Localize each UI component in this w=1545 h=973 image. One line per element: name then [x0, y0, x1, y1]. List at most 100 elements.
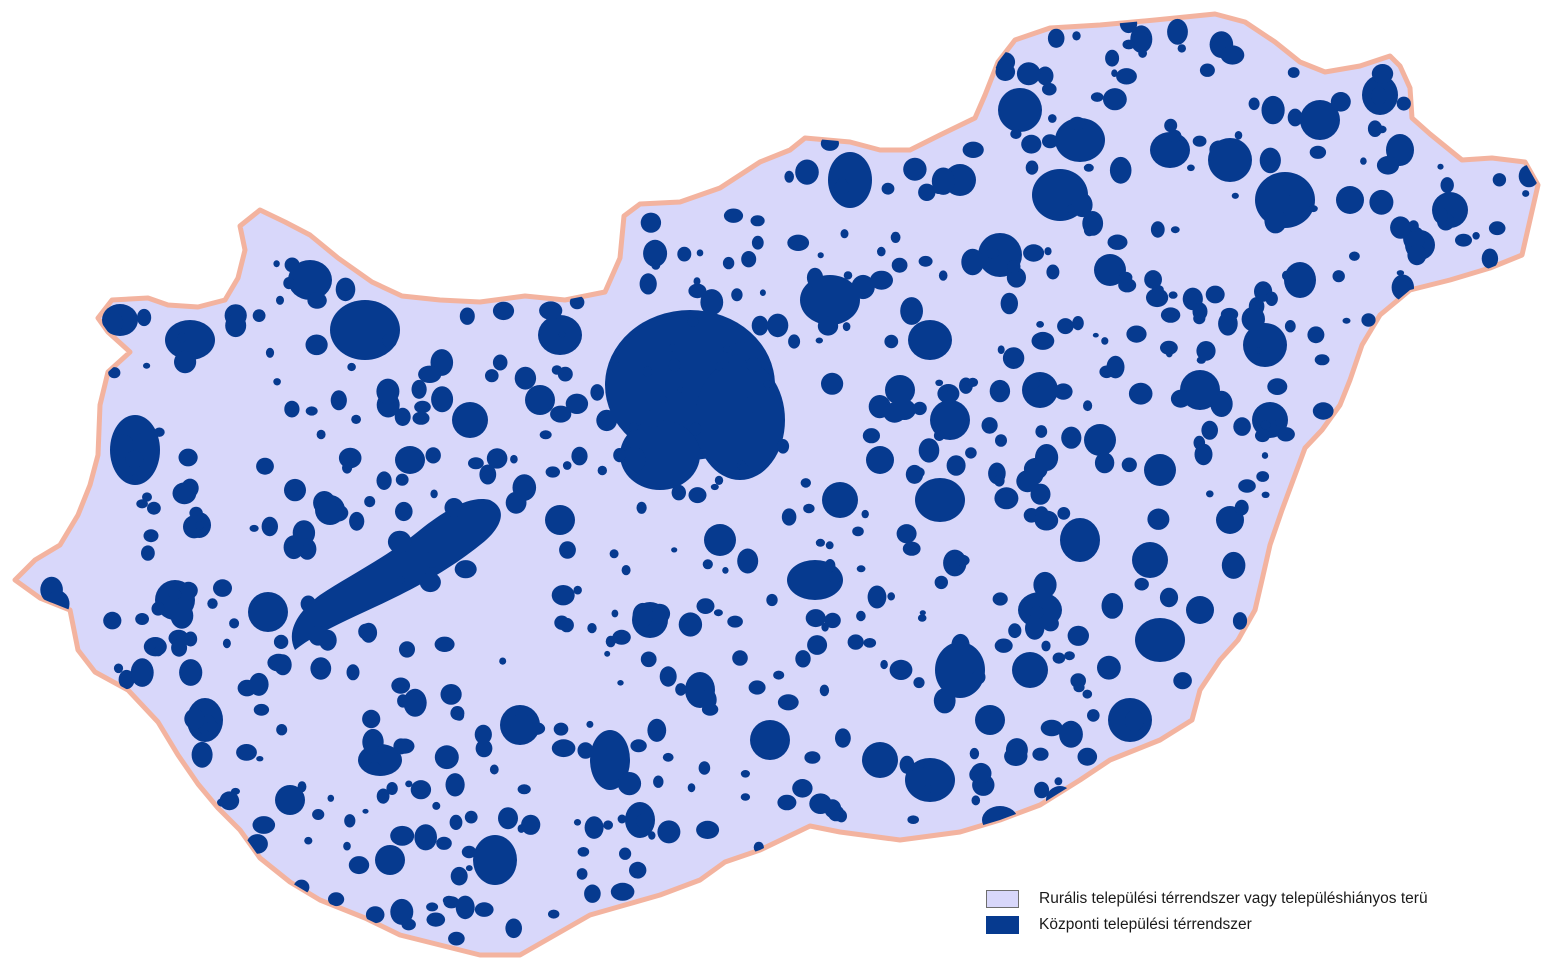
central-area-small [619, 847, 632, 860]
central-area-small [891, 257, 908, 273]
central-area-small [815, 337, 823, 344]
central-area-small [448, 931, 465, 946]
central-area-small [395, 501, 413, 522]
central-area-small [1134, 577, 1149, 591]
central-area-small [256, 457, 274, 475]
central-area-small [171, 638, 188, 657]
central-area-small [737, 548, 759, 574]
central-area-small [880, 659, 888, 670]
central-area-small [890, 231, 901, 243]
central-area-small [1433, 207, 1449, 224]
central-area-small [740, 770, 751, 778]
central-area-small [1177, 44, 1187, 53]
central-area-small [411, 379, 427, 399]
central-area-small [1390, 216, 1411, 239]
central-area-small [1332, 270, 1345, 283]
central-area-small [1044, 247, 1052, 256]
central-area-small [445, 773, 465, 797]
central-area [525, 385, 555, 415]
central-area-small [829, 570, 841, 585]
central-area-small [1126, 325, 1147, 343]
central-area-small [360, 622, 378, 643]
central-area [866, 446, 894, 474]
central-area [998, 88, 1042, 132]
central-area-small [931, 167, 955, 195]
legend-label-rural: Rurális települési térrendszer vagy tele… [1039, 890, 1428, 907]
central-area [1243, 323, 1287, 367]
central-area-small [900, 297, 923, 325]
central-area-small [1437, 163, 1444, 170]
central-area-small [1287, 108, 1303, 127]
legend-swatch-central [986, 916, 1019, 934]
central-area-small [971, 795, 981, 806]
central-area-small [935, 379, 944, 386]
central-area-small [919, 610, 926, 616]
central-area-small [1193, 435, 1206, 450]
central-area-small [179, 581, 198, 600]
central-area [110, 415, 160, 485]
central-area-small [651, 261, 661, 270]
central-area-small [1002, 347, 1025, 369]
central-area-small [362, 808, 369, 814]
central-area-small [688, 283, 707, 299]
central-area-small [722, 345, 732, 353]
central-area-small [767, 313, 789, 338]
central-area-small [489, 764, 499, 775]
central-area-small [842, 322, 851, 332]
central-area-small [1396, 96, 1411, 111]
central-area-small [141, 545, 155, 561]
central-area-small [300, 595, 316, 613]
central-area-small [938, 270, 948, 281]
central-area-small [498, 807, 518, 830]
central-area-small [440, 684, 462, 705]
central-area [1084, 424, 1116, 456]
central-area-small [766, 593, 778, 607]
central-area-small [776, 439, 790, 454]
central-area-small [1101, 593, 1124, 619]
central-area-small [365, 906, 385, 924]
central-area-small [995, 62, 1016, 81]
central-area [982, 806, 1018, 834]
central-settlement-areas [40, 14, 1538, 946]
central-area-small [108, 367, 121, 379]
central-area-small [636, 501, 647, 514]
central-area-small [612, 629, 631, 645]
central-area-small [787, 234, 810, 251]
central-area-small [571, 446, 588, 466]
central-area-small [1170, 226, 1180, 234]
central-area-small [514, 366, 537, 390]
central-area-small [1233, 417, 1251, 436]
central-area-small [1004, 746, 1028, 766]
central-area-small [131, 474, 138, 481]
central-area-small [284, 478, 306, 502]
central-area-small [236, 744, 257, 761]
central-area-small [1282, 270, 1290, 281]
central-area-small [113, 663, 124, 674]
central-area-small [1160, 307, 1181, 323]
central-area-small [587, 623, 597, 634]
central-area-small [648, 603, 671, 624]
central-area-small [1276, 427, 1295, 442]
central-area-small [1025, 160, 1039, 175]
central-area-small [284, 400, 300, 418]
central-area-small [896, 524, 917, 544]
central-area [1336, 186, 1364, 214]
central-area-small [1283, 177, 1300, 196]
central-area-small [870, 270, 893, 290]
central-area-small [1119, 14, 1138, 34]
central-area-small [1255, 347, 1262, 354]
central-area-small [1160, 340, 1178, 355]
central-area-small [151, 601, 165, 616]
central-area-small [969, 747, 980, 760]
central-area-small [648, 831, 656, 840]
central-area-small [557, 366, 573, 382]
central-area-small [474, 724, 492, 745]
central-area-small [485, 369, 499, 383]
central-area-small [276, 724, 288, 736]
central-area-small [905, 464, 924, 484]
central-area-small [696, 598, 715, 614]
central-area-small [918, 438, 940, 463]
central-area-small [804, 751, 821, 764]
central-area [1186, 596, 1214, 624]
